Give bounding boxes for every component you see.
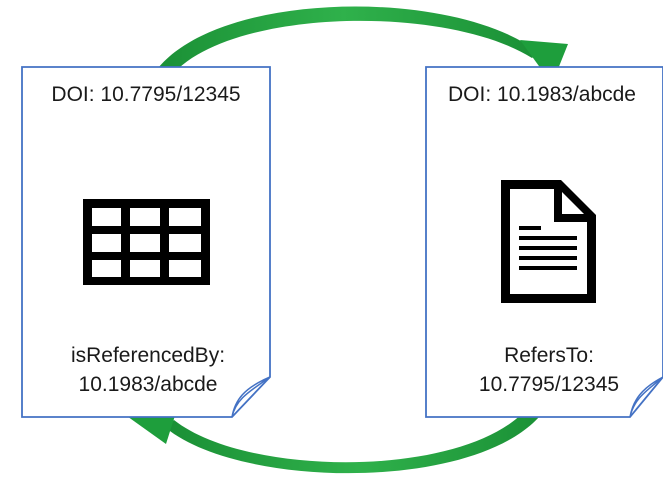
left-doi-label: DOI: 10.7795/12345 (51, 83, 240, 106)
left-page-fold (231, 376, 271, 418)
right-page-fold (629, 376, 663, 418)
document-icon-line (519, 266, 577, 270)
left-relation-target: 10.1983/abcde (79, 373, 218, 396)
top-arrow-shaft (150, 6, 538, 80)
left-document: DOI: 10.7795/12345 isReferencedBy: 10.19… (21, 66, 271, 418)
right-relation-target: 10.7795/12345 (479, 373, 619, 396)
right-doi-label: DOI: 10.1983/abcde (448, 83, 636, 106)
left-relation-label: isReferencedBy: (71, 344, 225, 367)
document-icon-line (519, 256, 577, 260)
right-document: DOI: 10.1983/abcde RefersTo: 10.7795/123… (425, 66, 663, 418)
document-icon-line (519, 226, 541, 230)
document-icon-line (519, 236, 577, 240)
right-relation-label: RefersTo: (504, 344, 594, 367)
document-icon (501, 180, 596, 303)
document-icon-line (519, 246, 577, 250)
bottom-arrow-shaft (166, 402, 550, 474)
table-icon (83, 199, 210, 285)
